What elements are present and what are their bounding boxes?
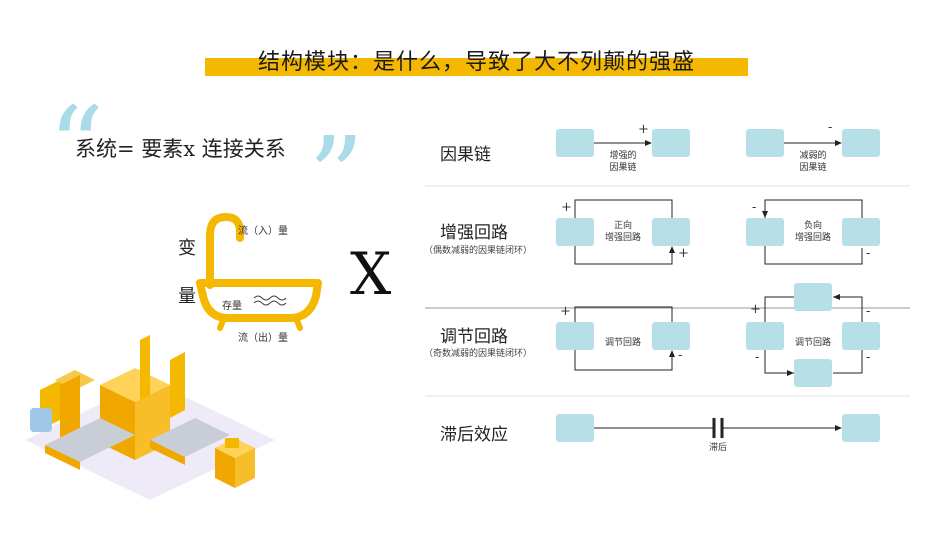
- sign-plus: +: [750, 302, 761, 317]
- node-box: [746, 129, 784, 157]
- caption-delay: 滞后: [708, 443, 727, 453]
- open-quote-icon: “: [48, 83, 105, 211]
- row-sub-balancing: （奇数减弱的因果链闭环）: [424, 349, 533, 359]
- node-box: [842, 322, 880, 350]
- sign-plus: +: [561, 200, 572, 215]
- node-box: [556, 322, 594, 350]
- sign-minus: -: [828, 120, 833, 135]
- water-wave-icon: [253, 295, 287, 306]
- node-box: [842, 129, 880, 157]
- node-box: [556, 218, 594, 246]
- bathtub-faucet-icon: [206, 212, 244, 289]
- node-box: [794, 359, 832, 387]
- node-box: [842, 414, 880, 442]
- node-box: [746, 218, 784, 246]
- variable-label-1: 变: [178, 238, 196, 259]
- bathtub-icon: [196, 279, 322, 322]
- row-label-delay: 滞后效应: [440, 425, 508, 445]
- sign-minus: -: [866, 350, 871, 365]
- sign-minus: -: [752, 200, 757, 215]
- outflow-label: 流（出）量: [238, 333, 288, 344]
- sign-minus: -: [755, 350, 760, 365]
- row-label-causal: 因果链: [440, 145, 491, 165]
- caption-negative-loop: 负向增强回路: [794, 221, 831, 243]
- caption-balancing-loop: 调节回路: [794, 338, 831, 348]
- node-box: [652, 129, 690, 157]
- row-sub-reinforcing: （偶数减弱的因果链闭环）: [424, 246, 533, 256]
- row-label-reinforcing: 增强回路: [440, 223, 508, 243]
- sign-minus: -: [866, 246, 871, 261]
- row-label-balancing: 调节回路: [440, 327, 508, 347]
- stock-label: 存量: [222, 301, 242, 312]
- node-box: [746, 322, 784, 350]
- node-box: [842, 218, 880, 246]
- node-box: [652, 218, 690, 246]
- caption-positive-loop: 正向增强回路: [604, 221, 641, 243]
- sign-plus: +: [638, 122, 649, 137]
- node-box: [556, 414, 594, 442]
- sign-plus: +: [560, 304, 571, 319]
- page-title: 结构模块：是什么，导致了大不列颠的强盛: [257, 50, 695, 75]
- sign-minus: -: [866, 304, 871, 319]
- caption-reinforcing-chain: 增强的因果链: [609, 151, 637, 173]
- node-box: [556, 129, 594, 157]
- sign-minus: -: [678, 348, 683, 363]
- caption-weakening-chain: 减弱的因果链: [799, 151, 827, 173]
- node-box: [794, 283, 832, 311]
- caption-balancing-loop: 调节回路: [604, 338, 641, 348]
- title-highlight: [205, 58, 748, 76]
- system-formula: 系统= 要素x 连接关系: [75, 137, 286, 161]
- node-box: [652, 322, 690, 350]
- close-quote-icon: ”: [308, 113, 365, 241]
- sign-plus: +: [678, 246, 689, 261]
- factory-illustration-icon: [25, 335, 275, 500]
- variable-label-2: 量: [178, 286, 196, 307]
- multiply-sign: X: [350, 240, 392, 308]
- inflow-label: 流（入）量: [238, 226, 288, 237]
